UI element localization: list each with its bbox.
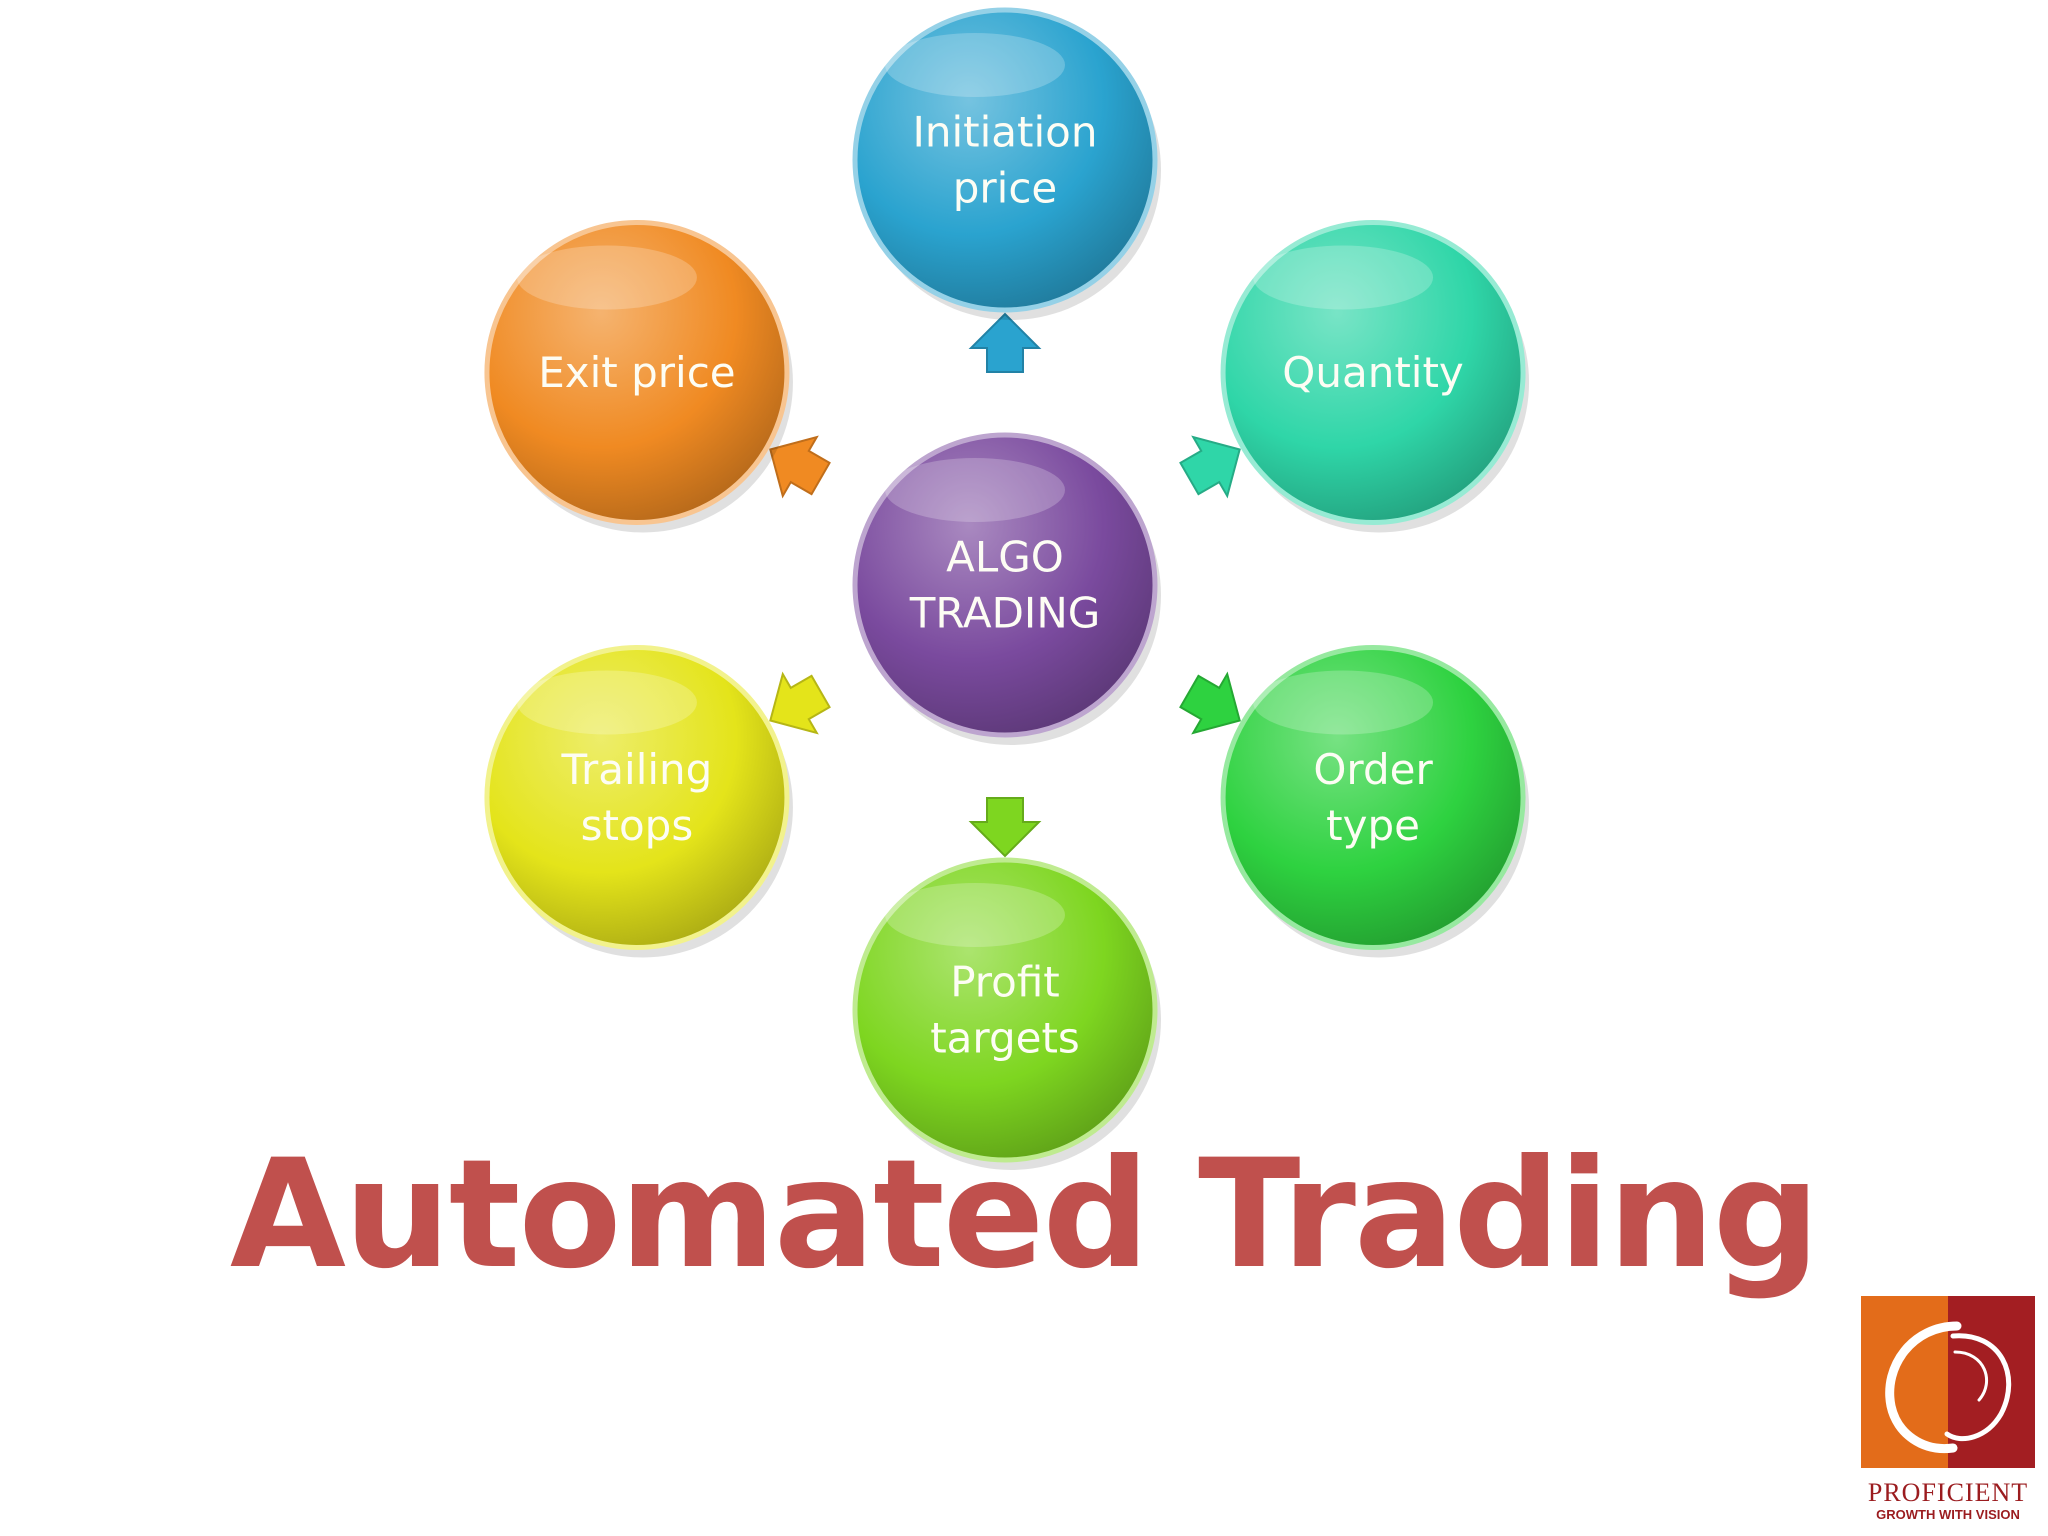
slide-title: Automated Trading [229,1128,1820,1302]
node-trailing-stops-label: stops [581,801,694,850]
node-profit-targets-label: targets [930,1014,1080,1063]
node-exit-price-label: Exit price [538,348,735,397]
node-algo-trading-center-highlight [885,458,1065,522]
node-algo-trading-center-label: ALGO [946,533,1064,582]
node-profit-targets-circle [852,857,1158,1163]
arrow-to-initiation-price [968,312,1042,373]
node-order-type-label: type [1326,801,1420,850]
arrow-to-order-type [1179,671,1241,735]
node-profit-targets-label: Profit [950,958,1060,1007]
node-initiation-price-highlight [885,33,1065,97]
node-exit-price-circle [484,220,790,525]
node-order-type: Order type [1220,645,1530,958]
arrow-to-exit-price [769,435,831,499]
node-trailing-stops-label: Trailing [561,745,713,794]
node-quantity-label: Quantity [1282,348,1464,397]
node-profit-targets-highlight [885,883,1065,947]
node-exit-price: Exit price [484,220,793,533]
proficient-logo: PROFICIENT GROWTH WITH VISION [1858,1296,2038,1526]
node-initiation-price-label: price [953,164,1058,213]
node-initiation-price-label: Initiation [912,108,1097,157]
node-initiation-price-circle [852,7,1158,313]
node-algo-trading-center-circle [852,432,1158,738]
node-profit-targets: Profit targets [852,857,1161,1170]
node-trailing-stops-highlight [516,670,697,735]
node-order-type-label: Order [1313,745,1433,794]
node-quantity-circle [1220,220,1526,525]
arrow-to-profit-targets [968,797,1042,858]
node-quantity: Quantity [1220,220,1530,533]
proficient-logo-mark [1861,1296,2035,1468]
arrow-to-quantity [1179,435,1241,499]
node-trailing-stops: Trailing stops [484,645,793,958]
node-exit-price-highlight [516,245,697,310]
node-algo-trading-center: ALGO TRADING [852,432,1161,745]
node-order-type-highlight [1253,670,1434,735]
arrow-to-trailing-stops [769,671,831,735]
logo-company-name: PROFICIENT [1867,1478,2029,1507]
node-quantity-highlight [1253,245,1434,310]
node-initiation-price: Initiation price [852,7,1161,320]
node-algo-trading-center-label: TRADING [909,589,1101,638]
logo-tagline: GROWTH WITH VISION [1876,1507,2020,1522]
node-order-type-circle [1220,645,1526,950]
node-trailing-stops-circle [484,645,790,950]
